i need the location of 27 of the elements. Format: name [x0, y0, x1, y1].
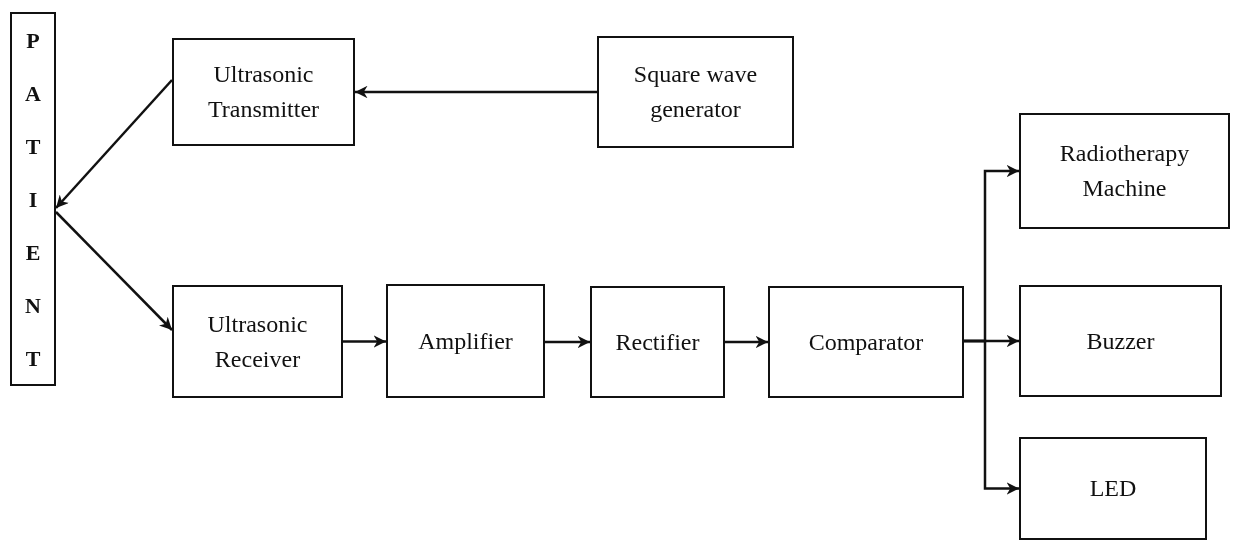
block-label: Radiotherapy Machine	[1058, 139, 1191, 203]
block-box	[386, 284, 545, 398]
arrow	[55, 79, 173, 209]
patient-box	[10, 12, 56, 386]
block-box	[1019, 437, 1207, 540]
block-label: Buzzer	[1086, 326, 1155, 356]
arrow	[343, 335, 386, 348]
block-box	[590, 286, 725, 398]
block-label: Comparator	[808, 327, 924, 357]
block-label: Rectifier	[615, 327, 700, 357]
block-label: PATIENT	[24, 26, 42, 373]
block-box	[597, 36, 794, 148]
block-box	[172, 285, 343, 398]
arrow	[55, 211, 173, 331]
arrow	[355, 85, 597, 99]
block-label: Ultrasonic Transmitter	[206, 60, 321, 124]
block-box	[1019, 285, 1222, 397]
arrow	[964, 339, 1019, 495]
block-label: Amplifier	[418, 326, 513, 356]
block-box	[768, 286, 964, 398]
arrow	[725, 335, 768, 349]
arrow	[545, 335, 590, 349]
block-label: Square wave generator	[632, 60, 759, 124]
block-box	[1019, 113, 1230, 229]
block-box	[172, 38, 355, 146]
block-label: LED	[1089, 474, 1137, 504]
block-label: Ultrasonic Receiver	[206, 309, 309, 374]
